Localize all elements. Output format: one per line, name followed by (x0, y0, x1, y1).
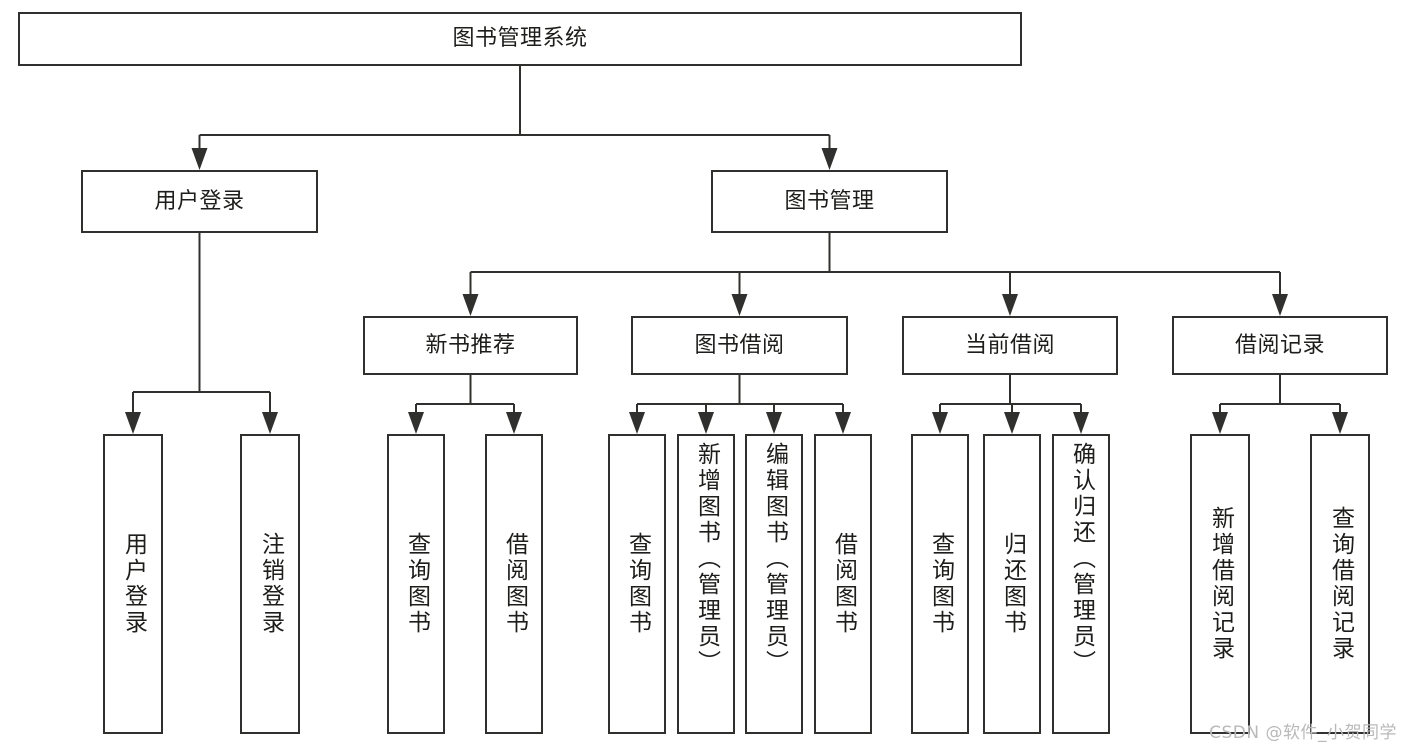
node-leaf-user-logout-label: 注销登录 (257, 532, 284, 636)
node-leaf-edit-book-admin-label: 编辑图书（管理员） (761, 442, 788, 676)
node-leaf-query-book-1[interactable]: 查询图书 (387, 434, 445, 734)
node-leaf-add-borrow-record-label: 新增借阅记录 (1207, 506, 1234, 662)
node-leaf-query-book-3[interactable]: 查询图书 (911, 434, 969, 734)
node-root-label: 图书管理系统 (452, 26, 588, 52)
node-leaf-query-book-2[interactable]: 查询图书 (608, 434, 666, 734)
node-user-login-label: 用户登录 (154, 188, 245, 214)
node-leaf-query-book-2-label: 查询图书 (624, 532, 651, 636)
node-leaf-confirm-return-admin-label: 确认归还（管理员） (1068, 442, 1095, 676)
node-leaf-confirm-return-admin[interactable]: 确认归还（管理员） (1052, 434, 1110, 734)
node-borrow-record[interactable]: 借阅记录 (1172, 316, 1388, 375)
node-leaf-add-borrow-record[interactable]: 新增借阅记录 (1190, 434, 1250, 734)
node-leaf-return-book[interactable]: 归还图书 (983, 434, 1041, 734)
node-leaf-add-book-admin[interactable]: 新增图书（管理员） (677, 434, 735, 734)
node-new-book-recommendation-label: 新书推荐 (425, 332, 516, 358)
node-leaf-add-book-admin-label: 新增图书（管理员） (693, 442, 720, 676)
watermark-text: CSDN @软件_小贺同学 (1209, 723, 1397, 743)
node-leaf-user-login[interactable]: 用户登录 (103, 434, 163, 734)
node-current-borrow-label: 当前借阅 (964, 332, 1055, 358)
node-leaf-user-login-label: 用户登录 (120, 532, 147, 636)
node-leaf-borrow-book-1-label: 借阅图书 (501, 532, 528, 636)
node-current-borrow[interactable]: 当前借阅 (902, 316, 1118, 375)
node-book-borrow-label: 图书借阅 (694, 332, 785, 358)
node-leaf-return-book-label: 归还图书 (999, 532, 1026, 636)
node-root[interactable]: 图书管理系统 (18, 12, 1022, 66)
node-leaf-edit-book-admin[interactable]: 编辑图书（管理员） (745, 434, 803, 734)
node-leaf-user-logout[interactable]: 注销登录 (240, 434, 300, 734)
node-leaf-query-book-3-label: 查询图书 (927, 532, 954, 636)
node-book-manage-label: 图书管理 (784, 188, 875, 214)
node-leaf-query-borrow-record[interactable]: 查询借阅记录 (1310, 434, 1370, 734)
node-book-borrow[interactable]: 图书借阅 (631, 316, 848, 375)
node-leaf-borrow-book-2-label: 借阅图书 (830, 532, 857, 636)
node-leaf-borrow-book-1[interactable]: 借阅图书 (485, 434, 543, 734)
node-book-manage[interactable]: 图书管理 (711, 170, 948, 233)
node-leaf-query-book-1-label: 查询图书 (403, 532, 430, 636)
node-leaf-query-borrow-record-label: 查询借阅记录 (1327, 506, 1354, 662)
node-user-login[interactable]: 用户登录 (81, 170, 318, 233)
node-new-book-recommendation[interactable]: 新书推荐 (363, 316, 578, 375)
node-leaf-borrow-book-2[interactable]: 借阅图书 (814, 434, 872, 734)
node-borrow-record-label: 借阅记录 (1234, 332, 1325, 358)
